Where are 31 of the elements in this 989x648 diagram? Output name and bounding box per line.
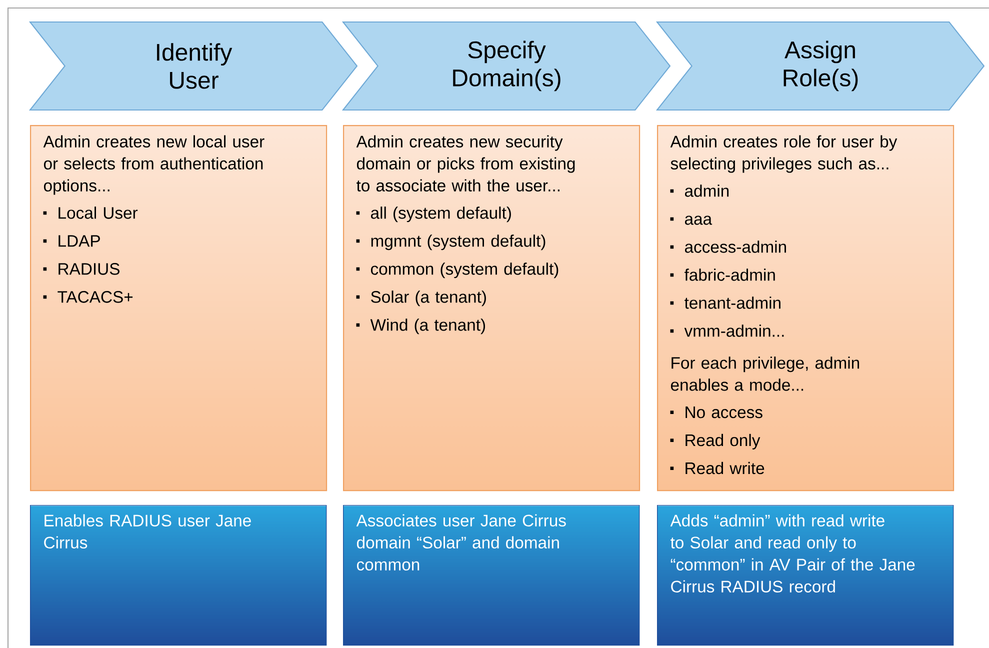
result-box: Associates user Jane Cirrus domain “Solar” and domain common (343, 505, 640, 646)
step-header: Assign Role(s) (656, 21, 985, 111)
list-item: access-admin (670, 240, 786, 253)
list-item: tenant-admin (670, 296, 780, 309)
list-item: Read write (670, 462, 764, 474)
list-item: admin (670, 184, 729, 197)
list-item: common (system default) (356, 262, 558, 278)
result-box: Adds “admin” with read write to Solar and read only to “common” in AV Pair of the Jane Cirrus RADIUS record (657, 505, 954, 646)
result-box: Enables RADIUS user Jane Cirrus (30, 505, 327, 646)
info-panel (657, 125, 954, 492)
intro-text: For each privilege, admin enables a mode... (670, 356, 860, 391)
list-item: Read only (670, 434, 760, 450)
list-item: RADIUS (43, 263, 120, 275)
step-header: Specify Domain(s) (342, 21, 671, 111)
list-item: TACACS+ (43, 291, 133, 303)
list-item: fabric-admin (670, 268, 775, 281)
list-item: LDAP (43, 235, 100, 247)
intro-text: Admin creates new local user or selects from authentication options... (43, 135, 264, 195)
info-panel (30, 125, 328, 492)
list-item: vmm-admin... (670, 324, 784, 337)
info-panel (343, 125, 640, 492)
list-item: aaa (670, 216, 712, 225)
list-item: No access (670, 406, 762, 418)
intro-text: Admin creates new security domain or picks from existing to associate with the user... (356, 135, 575, 192)
step-header: Identify User (28, 21, 358, 111)
list-item: all (system default) (356, 206, 511, 222)
intro-text: Admin creates role for user by selecting privileges such as... (670, 135, 898, 173)
list-item: Solar (a tenant) (356, 290, 486, 306)
list-item: Wind (a tenant) (356, 318, 485, 334)
list-item: mgmnt (system default) (356, 234, 546, 250)
list-item: Local User (43, 206, 138, 219)
